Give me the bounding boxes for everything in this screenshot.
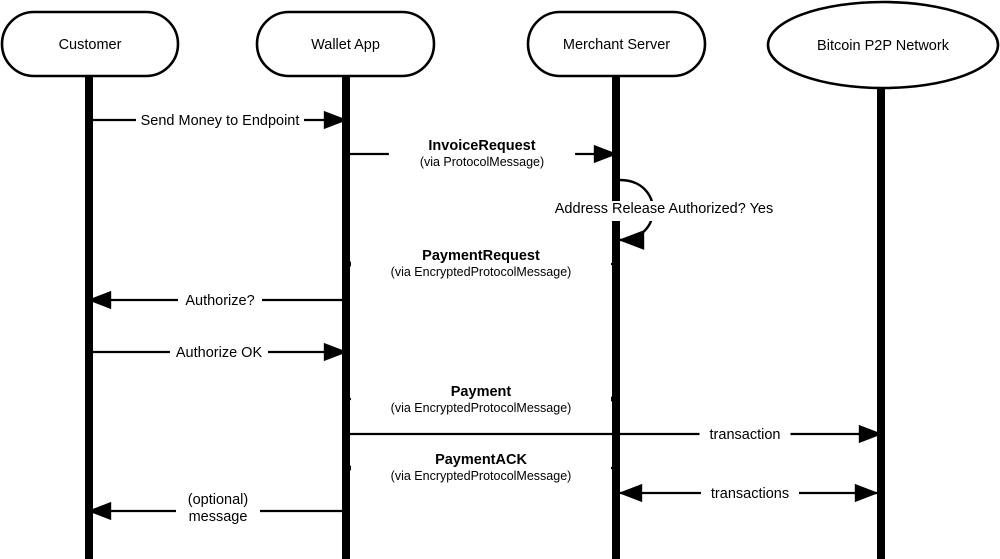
label-backdrop-transactions: [701, 482, 799, 504]
node-box-wallet-app: [255, 10, 436, 78]
message-sublabel-optional-message: message: [189, 509, 248, 525]
participant-nodes-group: Customer Wallet App Merchant Server Bitcoin…: [0, 0, 1000, 90]
message-sublabel-payment: (via EncryptedProtocolMessage): [391, 401, 572, 415]
participant-label-merchant-server: Merchant Server: [563, 37, 670, 53]
label-backdrop-authorize-question: [178, 289, 262, 311]
message-label-send-money-to-endpoint: Send Money to Endpoint: [141, 113, 300, 129]
label-backdrop-payment: [351, 381, 611, 413]
label-backdrop-send-money-to-endpoint: [136, 109, 304, 131]
message-label-authorize-ok: Authorize OK: [176, 345, 263, 361]
node-ellipse-bitcoin-p2p-network: [766, 0, 1000, 90]
message-payment[interactable]: Payment(via EncryptedProtocolMessage): [350, 381, 618, 415]
message-payment-request[interactable]: PaymentRequest(via EncryptedProtocolMess…: [344, 246, 612, 279]
label-backdrop-optional-message: [176, 493, 260, 525]
message-payment-ack[interactable]: PaymentACK(via EncryptedProtocolMessage): [344, 450, 612, 483]
message-invoice-request[interactable]: InvoiceRequest(via ProtocolMessage): [350, 136, 618, 169]
participant-label-wallet-app: Wallet App: [311, 37, 380, 53]
message-label-payment-ack: PaymentACK: [435, 452, 527, 468]
messages-group: Send Money to EndpointInvoiceRequest(via…: [87, 109, 883, 525]
participant-merchant-server[interactable]: Merchant Server: [526, 10, 707, 78]
message-sublabel-payment-request: (via EncryptedProtocolMessage): [391, 265, 572, 279]
label-backdrop-address-release-authorized: [548, 201, 780, 221]
message-label-transactions: transactions: [711, 486, 789, 502]
participant-label-customer: Customer: [59, 37, 122, 53]
participant-wallet-app[interactable]: Wallet App: [255, 10, 436, 78]
message-label-authorize-question: Authorize?: [185, 293, 254, 309]
message-send-money-to-endpoint[interactable]: Send Money to Endpoint: [89, 109, 348, 131]
message-authorize-question[interactable]: Authorize?: [87, 289, 342, 311]
message-address-release-authorized[interactable]: Address Release Authorized? Yes: [548, 178, 780, 250]
message-label-payment-request: PaymentRequest: [422, 248, 540, 264]
label-backdrop-payment-request: [351, 246, 611, 278]
participant-bitcoin-p2p-network[interactable]: Bitcoin P2P Network: [766, 0, 1000, 90]
label-backdrop-transaction: [699, 423, 791, 445]
message-transactions[interactable]: transactions: [618, 482, 879, 504]
node-box-merchant-server: [526, 10, 707, 78]
participant-label-bitcoin-p2p-network: Bitcoin P2P Network: [817, 38, 950, 54]
node-box-customer: [0, 10, 180, 78]
message-optional-message[interactable]: (optional)message: [87, 492, 342, 525]
message-sublabel-invoice-request: (via ProtocolMessage): [420, 155, 544, 169]
message-sublabel-payment-ack: (via EncryptedProtocolMessage): [391, 469, 572, 483]
participant-customer[interactable]: Customer: [0, 10, 180, 78]
message-authorize-ok[interactable]: Authorize OK: [93, 341, 348, 363]
message-label-payment: Payment: [451, 384, 512, 400]
label-backdrop-payment-ack: [351, 450, 611, 482]
message-label-invoice-request: InvoiceRequest: [428, 138, 535, 154]
message-label-optional-message: (optional): [188, 492, 248, 508]
message-transaction[interactable]: transaction: [350, 423, 883, 445]
label-backdrop-invoice-request: [388, 136, 576, 168]
message-label-address-release-authorized: Address Release Authorized? Yes: [555, 201, 773, 217]
label-backdrop-authorize-ok: [170, 341, 268, 363]
message-label-transaction: transaction: [710, 427, 781, 443]
